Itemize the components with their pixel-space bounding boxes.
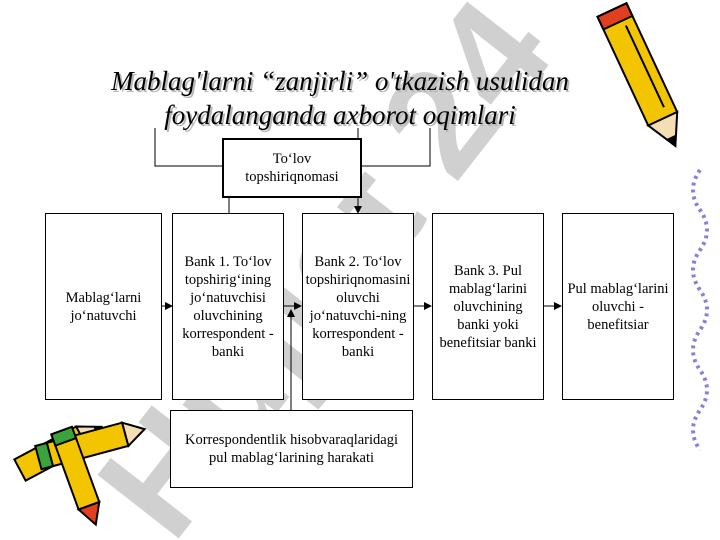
payer-box: Mablag‘larni jo‘natuvchi [45,213,162,400]
bank3-box: Bank 3. Pul mablag‘larini oluvchining ba… [432,213,544,400]
squiggle-icon [691,168,709,452]
pencil-icon [34,421,147,471]
slide-title: Mablag'larni “zanjirli” o'tkazish usulid… [111,66,569,130]
receiver-box: Pul mablag‘larini oluvchi - benefitsiar [562,213,674,400]
bank1-box: Bank 1. To‘lov topshirig‘ining jo‘natuvc… [172,213,284,400]
payment-order-box: To‘lov topshiriqnomasi [222,138,362,198]
pencil-icon [596,1,679,148]
bank2-box: Bank 2. To‘lov topshiriqnomasini oluvchi… [302,213,414,400]
pencil-icon [49,425,101,527]
corr-movement-box: Korrespondentlik hisobvaraqlaridagi pul … [170,410,413,488]
